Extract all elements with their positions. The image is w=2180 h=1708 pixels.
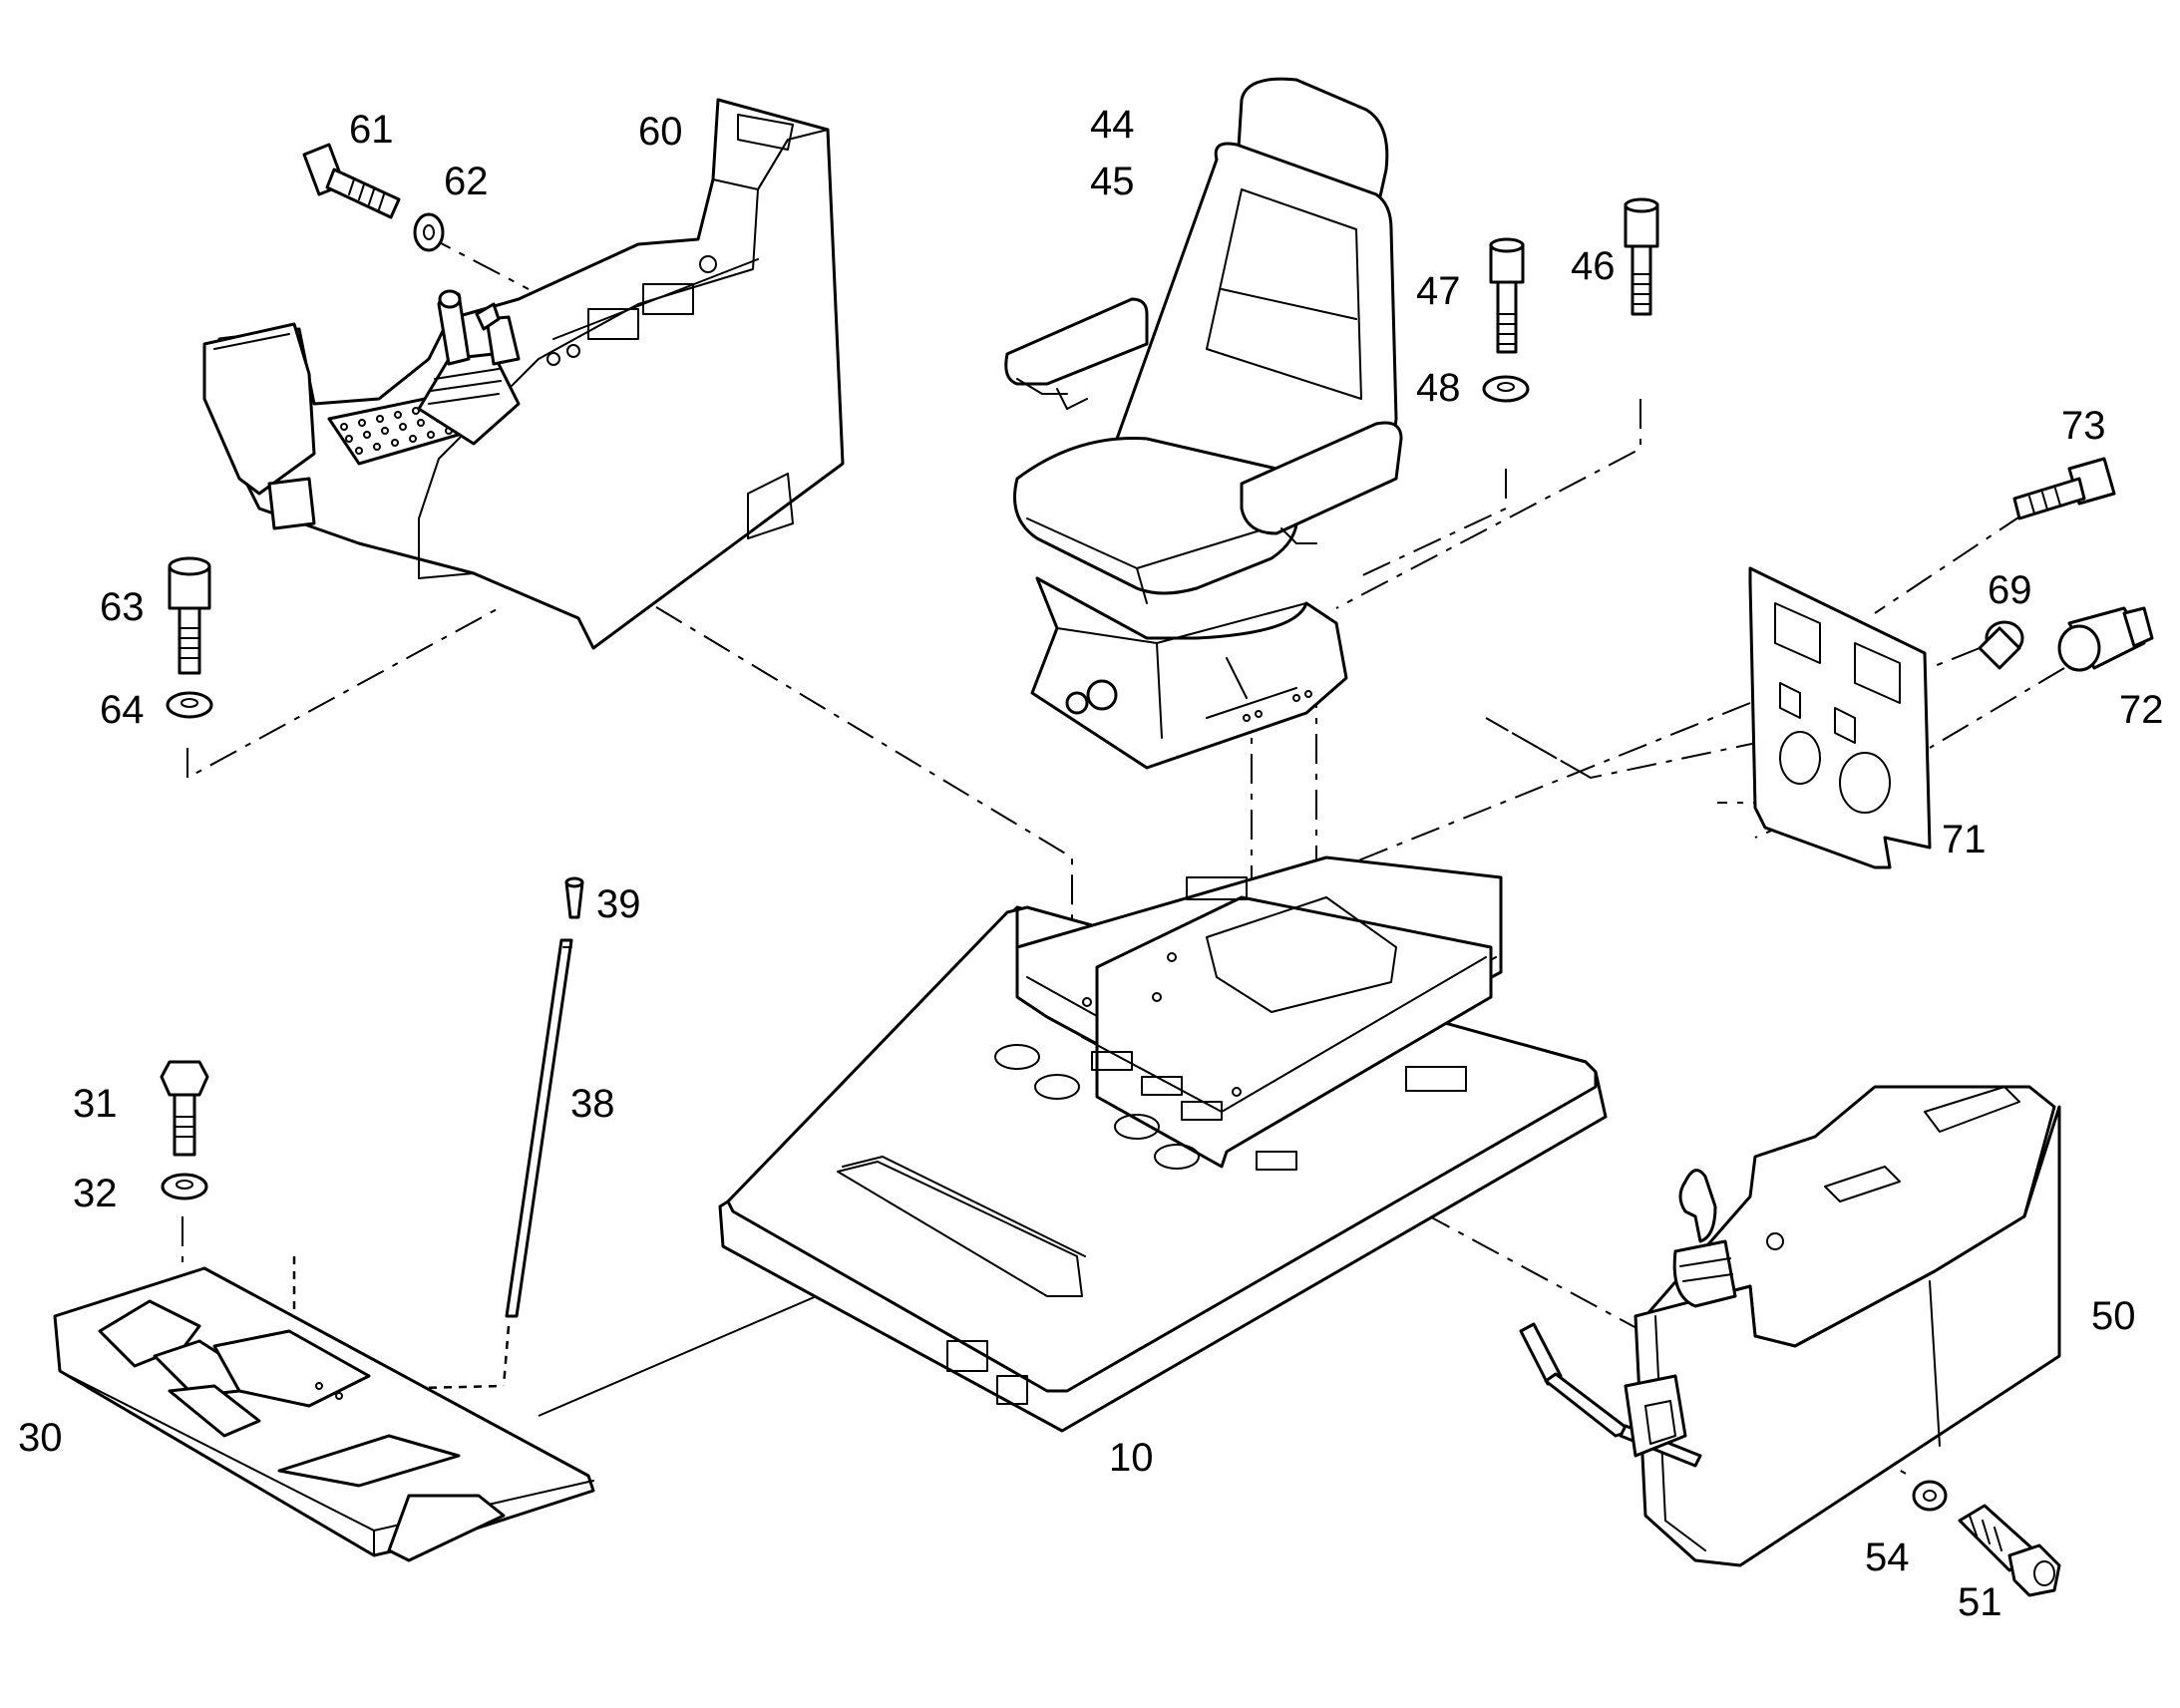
label-part-64: 64 bbox=[100, 688, 145, 732]
bolt-61 bbox=[302, 143, 401, 219]
label-part-63: 63 bbox=[100, 585, 145, 629]
label-part-39: 39 bbox=[596, 882, 641, 926]
operator-seat bbox=[1004, 77, 1403, 770]
washer-48 bbox=[1482, 375, 1530, 403]
pedal-plate-30 bbox=[53, 1266, 595, 1562]
label-part-32: 32 bbox=[73, 1172, 118, 1215]
right-console bbox=[1519, 1085, 2061, 1567]
connector-72 bbox=[2057, 606, 2154, 672]
label-part-30: 30 bbox=[18, 1416, 63, 1460]
label-part-10: 10 bbox=[1109, 1436, 1154, 1480]
label-part-61: 61 bbox=[349, 108, 394, 152]
label-part-47: 47 bbox=[1416, 269, 1461, 313]
label-part-48: 48 bbox=[1416, 366, 1461, 410]
cap-69 bbox=[1978, 620, 2024, 670]
screw-73 bbox=[2012, 457, 2116, 520]
label-part-38: 38 bbox=[570, 1082, 615, 1126]
label-part-51: 51 bbox=[1958, 1580, 2002, 1624]
washer-64 bbox=[166, 691, 213, 719]
label-part-46: 46 bbox=[1571, 244, 1616, 288]
washer-62 bbox=[413, 212, 445, 252]
label-part-45: 45 bbox=[1090, 160, 1135, 203]
cab-base-frame bbox=[718, 855, 1608, 1433]
label-part-31: 31 bbox=[73, 1082, 118, 1126]
bolt-63 bbox=[168, 556, 211, 675]
label-part-71: 71 bbox=[1942, 818, 1987, 861]
label-part-69: 69 bbox=[1988, 568, 2032, 612]
part-number-labels: 10 30 31 32 38 39 44 45 46 47 48 50 51 5… bbox=[18, 103, 2164, 1624]
label-part-60: 60 bbox=[638, 110, 683, 154]
washer-54 bbox=[1912, 1480, 1948, 1512]
bolt-31 bbox=[160, 1060, 209, 1157]
rod-38 bbox=[505, 938, 573, 1318]
label-part-54: 54 bbox=[1865, 1536, 1910, 1579]
label-part-62: 62 bbox=[444, 160, 489, 203]
bolt-51 bbox=[1958, 1504, 2061, 1597]
connector-plate bbox=[1748, 566, 1932, 869]
bolt-46 bbox=[1624, 197, 1659, 316]
left-console bbox=[202, 98, 845, 650]
washer-32 bbox=[161, 1173, 208, 1200]
label-part-50: 50 bbox=[2091, 1294, 2136, 1338]
knob-39 bbox=[564, 876, 584, 919]
label-part-72: 72 bbox=[2119, 688, 2164, 732]
bolt-47 bbox=[1489, 237, 1525, 354]
label-part-44: 44 bbox=[1090, 103, 1135, 147]
label-part-73: 73 bbox=[2061, 404, 2106, 448]
